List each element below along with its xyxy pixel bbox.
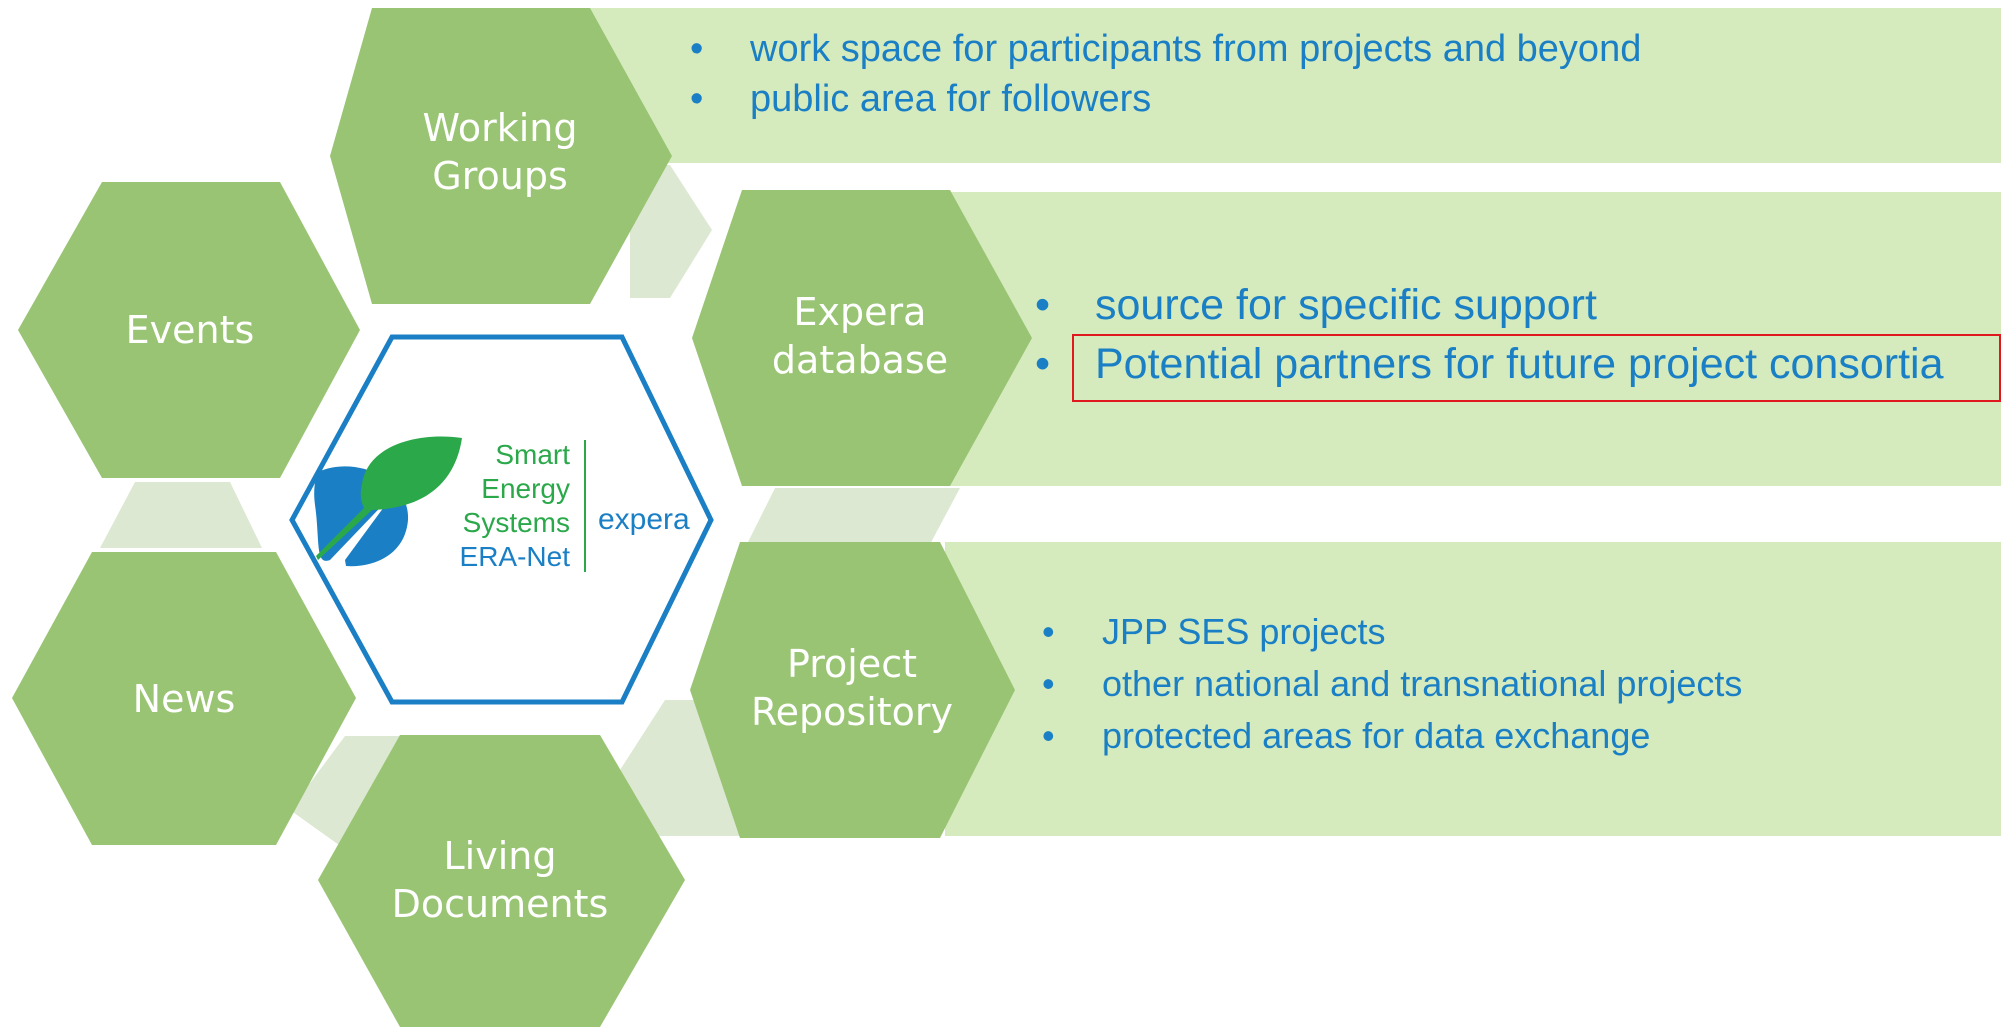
expera-database-hexagon[interactable] — [692, 190, 1032, 486]
connector-shape — [745, 488, 960, 548]
list-item: • protected areas for data exchange — [1042, 710, 1742, 762]
connector-shape — [100, 482, 262, 548]
leaf-green-icon — [316, 436, 462, 560]
bullet-icon: • — [1042, 663, 1055, 704]
project-repository-bullets: • JPP SES projects • other national and tr… — [1042, 606, 1742, 762]
connector-shape — [630, 165, 712, 298]
expera-database-label: Expera database — [771, 290, 949, 383]
bullet-icon: • — [1042, 715, 1055, 756]
bullet-text: protected areas for data exchange — [1102, 715, 1651, 756]
bullet-icon: • — [1035, 340, 1051, 388]
bullet-icon: • — [1035, 281, 1051, 329]
list-item: • other national and transnational projec… — [1042, 658, 1742, 710]
logo-era-net: ERA-Net — [459, 541, 570, 572]
highlight-box — [1072, 334, 2001, 402]
project-repository-panel — [945, 542, 2001, 836]
events-hexagon[interactable] — [18, 182, 360, 478]
bullet-text: public area for followers — [750, 78, 1152, 120]
expera-database-bullets: • source for specific support • Potential … — [1035, 276, 1944, 394]
living-documents-hexagon[interactable] — [318, 735, 685, 1027]
bullet-icon: • — [690, 78, 704, 120]
working-groups-bullets: • work space for participants from projec… — [690, 24, 1641, 124]
living-documents-label: Living Documents — [391, 834, 609, 927]
logo-hexagon — [289, 334, 714, 705]
project-repository-label: Project Repository — [750, 642, 954, 735]
events-label: Events — [125, 308, 255, 352]
logo-smart: Smart — [495, 439, 570, 470]
logo-systems: Systems — [462, 507, 570, 538]
expera-database-panel — [940, 192, 2001, 486]
working-groups-label: Working Groups — [422, 106, 578, 199]
news-hexagon[interactable] — [12, 552, 356, 845]
bullet-text: JPP SES projects — [1102, 611, 1386, 652]
logo-energy: Energy — [481, 473, 570, 504]
list-item: • Potential partners for future project c… — [1035, 335, 1944, 394]
working-groups-hexagon[interactable] — [330, 8, 672, 304]
news-label: News — [132, 677, 236, 721]
list-item: • JPP SES projects — [1042, 606, 1742, 658]
bullet-icon: • — [690, 28, 704, 70]
logo-brand: expera — [598, 503, 690, 536]
connector-shape — [290, 736, 400, 860]
bullet-text: work space for participants from project… — [750, 28, 1642, 70]
working-groups-panel — [560, 8, 2001, 163]
project-repository-hexagon[interactable] — [690, 542, 1015, 838]
bullet-text: source for specific support — [1095, 281, 1597, 329]
bullet-text: other national and transnational project… — [1102, 663, 1743, 704]
list-item: • public area for followers — [690, 74, 1641, 124]
list-item: • work space for participants from projec… — [690, 24, 1641, 74]
bullet-icon: • — [1042, 611, 1055, 652]
list-item: • source for specific support — [1035, 276, 1944, 335]
highlighted-bullet-text: Potential partners for future project co… — [1095, 340, 1944, 388]
logo-text-block: Smart Energy Systems ERA-Net — [440, 438, 570, 574]
